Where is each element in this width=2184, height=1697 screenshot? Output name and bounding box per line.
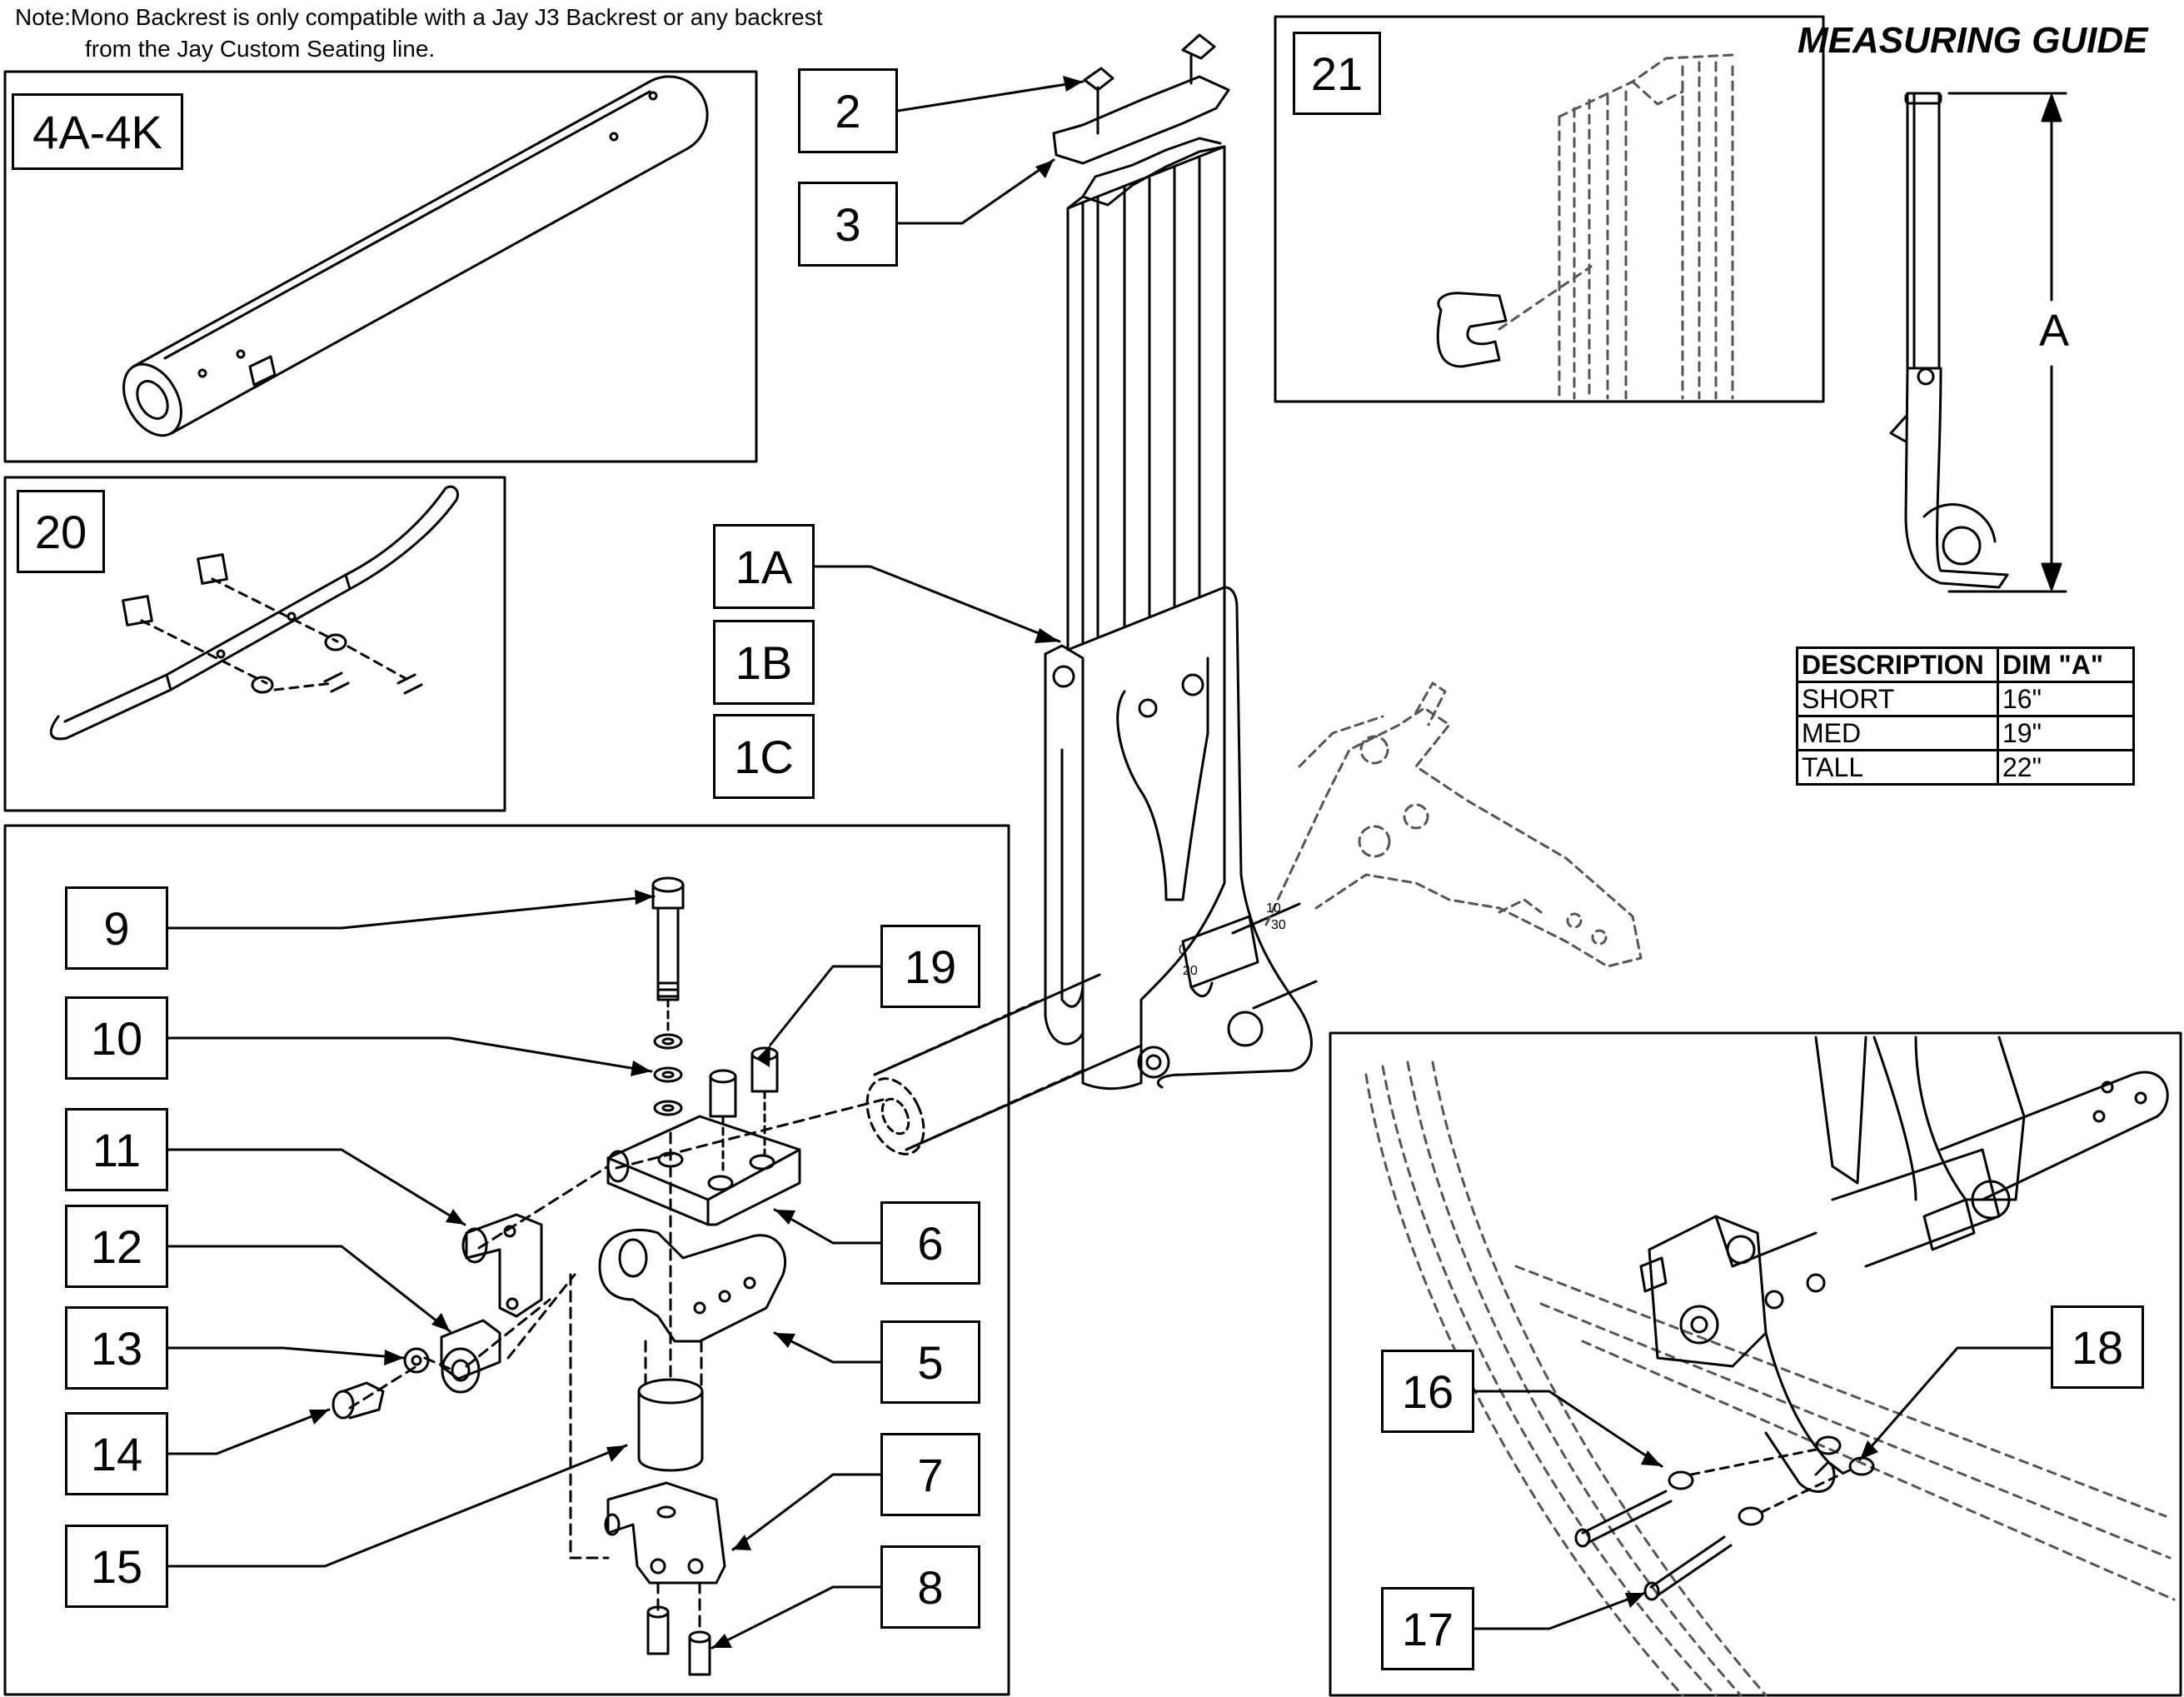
callout-2: 2 (798, 68, 898, 153)
measuring-guide-table: DESCRIPTION DIM "A" SHORT 16" MED 19" TA… (1796, 646, 2135, 786)
callout-7: 7 (880, 1433, 980, 1516)
panel-wheel-detail (1329, 1031, 2182, 1697)
backrest-post (1052, 33, 1230, 651)
ghost-wheel-mount (1264, 681, 1643, 968)
callout-13: 13 (65, 1306, 168, 1390)
scale-mark-30: 30 (1271, 918, 1286, 932)
callout-1c: 1C (713, 714, 815, 799)
measuring-guide-sketch (1889, 92, 2067, 593)
panel-21-drawing (1436, 53, 1734, 400)
callout-14: 14 (65, 1412, 168, 1495)
panel-bracket-detail (3, 824, 1010, 1696)
table-row: SHORT 16" (1796, 681, 2135, 717)
dimension-a-label: A (2039, 306, 2070, 356)
table-header-dim-a: DIM "A" (1997, 646, 2135, 683)
note-line-1: Note:Mono Backrest is only compatible wi… (15, 4, 823, 30)
callout-11: 11 (65, 1108, 168, 1191)
hanger-body (1044, 586, 1313, 1091)
callout-12: 12 (65, 1205, 168, 1288)
callout-9: 9 (65, 886, 168, 970)
wheel-detail-drawing (1364, 1036, 2176, 1697)
callout-4a-4k: 4A-4K (12, 93, 183, 170)
scale-mark-20: 20 (1183, 964, 1198, 978)
callout-1a: 1A (713, 524, 815, 609)
callout-21: 21 (1293, 32, 1381, 115)
callout-15: 15 (65, 1525, 168, 1608)
callout-20: 20 (17, 490, 105, 573)
clip-21 (1436, 292, 1508, 368)
note-line-2: from the Jay Custom Seating line. (85, 36, 436, 62)
scale-mark-0: 0 (1179, 943, 1186, 957)
leader-lines (129, 80, 2052, 1650)
compatibility-note: Note:Mono Backrest is only compatible wi… (15, 2, 823, 65)
callout-6: 6 (880, 1201, 980, 1285)
callout-1b: 1B (713, 620, 815, 705)
table-cell-description: SHORT (1796, 681, 1999, 717)
scale-mark-10: 10 (1266, 901, 1281, 916)
tube-drawing (122, 75, 709, 437)
table-cell-dim: 22" (1997, 749, 2135, 786)
table-row: MED 19" (1796, 715, 2135, 751)
panel-21 (1274, 15, 1825, 403)
table-cell-dim: 19" (1997, 715, 2135, 751)
table-cell-dim: 16" (1997, 681, 2135, 717)
table-cell-description: TALL (1796, 749, 1999, 786)
callout-5: 5 (880, 1320, 980, 1404)
panel-4a-4k (3, 70, 758, 463)
main-tube (865, 902, 1318, 1155)
callout-16: 16 (1381, 1350, 1474, 1433)
table-cell-description: MED (1796, 715, 1999, 751)
callout-18: 18 (2051, 1305, 2144, 1389)
callout-19: 19 (880, 925, 980, 1008)
bracket-parts (332, 876, 885, 1676)
callout-3: 3 (798, 182, 898, 267)
callout-8: 8 (880, 1545, 980, 1629)
callout-10: 10 (65, 996, 168, 1080)
rod-20-drawing (49, 485, 459, 741)
callout-17: 17 (1381, 1587, 1474, 1670)
table-row: TALL 22" (1796, 749, 2135, 786)
measuring-guide-title: MEASURING GUIDE (1798, 20, 2148, 61)
table-header-description: DESCRIPTION (1796, 646, 1999, 683)
panel-20 (3, 476, 506, 812)
